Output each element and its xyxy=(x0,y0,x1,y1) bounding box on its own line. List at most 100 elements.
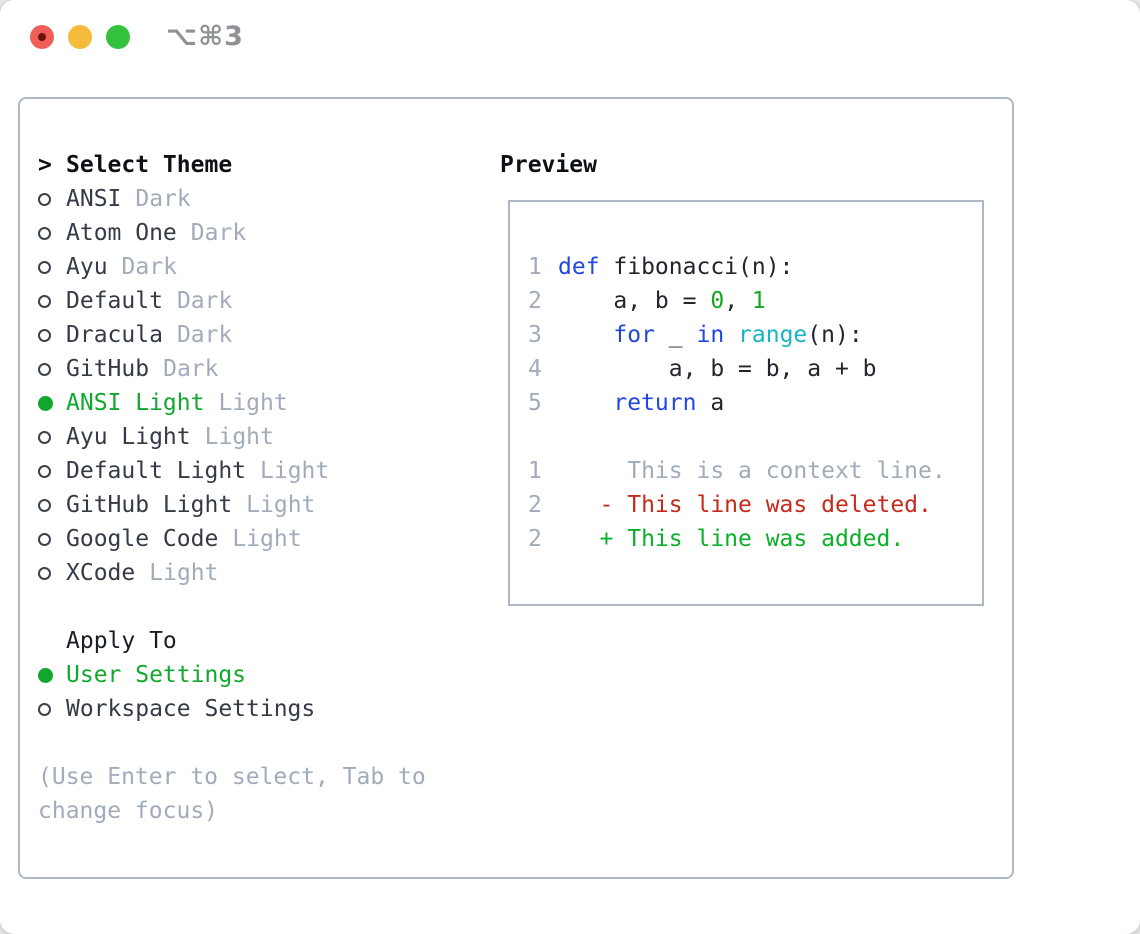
theme-variant-tag: Dark xyxy=(163,356,219,382)
page-title: Select Theme xyxy=(66,152,233,178)
theme-variant-tag: Light xyxy=(218,390,288,416)
theme-variant-tag: Dark xyxy=(121,254,177,280)
theme-name: Ayu Light xyxy=(66,424,191,450)
theme-variant-tag: Light xyxy=(260,458,330,484)
theme-option[interactable]: GitHub Dark xyxy=(38,352,426,386)
theme-name: Ayu xyxy=(66,254,108,280)
diff-line: 1 This is a context line. xyxy=(528,454,972,488)
theme-variant-tag: Dark xyxy=(190,220,247,246)
radio-icon xyxy=(38,260,66,274)
line-number: 4 xyxy=(528,356,542,382)
diff-line: 2 + This line was added. xyxy=(528,522,972,556)
theme-option[interactable]: Atom One Dark xyxy=(38,216,426,250)
line-number: 2 xyxy=(528,288,542,314)
code-line: 4 a, b = b, a + b xyxy=(528,352,972,386)
radio-icon xyxy=(38,498,66,512)
sidebar: > Select Theme ANSI Dark Atom One Dark xyxy=(38,148,426,828)
diff-text: - This line was deleted. xyxy=(599,492,932,518)
theme-name: Google Code xyxy=(66,526,219,552)
theme-option[interactable]: Ayu Light Light xyxy=(38,420,426,454)
theme-option[interactable]: Default Light Light xyxy=(38,454,426,488)
radio-icon xyxy=(38,362,66,376)
theme-option[interactable]: XCode Light xyxy=(38,556,426,590)
theme-list: ANSI Dark Atom One Dark Ayu Dark xyxy=(38,182,426,590)
theme-variant-tag: Light xyxy=(204,424,274,450)
code-preview: 1 def fibonacci(n): 2 a, b = 0, 1 3 for … xyxy=(528,250,972,420)
code-text: a, b = b, a + b xyxy=(558,356,877,382)
theme-selector-panel: > Select Theme ANSI Dark Atom One Dark xyxy=(18,97,1014,879)
code-text: def fibonacci(n): xyxy=(558,254,794,280)
apply-target-list: User Settings Workspace Settings xyxy=(38,658,426,726)
line-number: 2 xyxy=(528,492,542,518)
theme-variant-tag: Light xyxy=(232,526,302,552)
preview-pane: 1 def fibonacci(n): 2 a, b = 0, 1 3 for … xyxy=(508,200,984,606)
spacer xyxy=(38,590,426,624)
code-text: for _ in range(n): xyxy=(613,322,863,348)
target-name: Workspace Settings xyxy=(66,696,316,722)
code-line: 1 def fibonacci(n): xyxy=(528,250,972,284)
apply-target-option[interactable]: User Settings xyxy=(38,658,426,692)
theme-option[interactable]: Google Code Light xyxy=(38,522,426,556)
radio-icon xyxy=(38,464,66,478)
titlebar: ⌥⌘3 xyxy=(0,0,1140,74)
radio-icon xyxy=(38,566,66,580)
diff-text: + This line was added. xyxy=(599,526,905,552)
apply-to-header: Apply To xyxy=(38,624,426,658)
theme-option[interactable]: ANSI Light Light xyxy=(38,386,426,420)
theme-name: Default Light xyxy=(66,458,247,484)
radio-icon xyxy=(38,226,66,240)
radio-icon xyxy=(38,328,66,342)
theme-option[interactable]: GitHub Light Light xyxy=(38,488,426,522)
minimize-button[interactable] xyxy=(68,25,92,49)
diff-preview: 1 This is a context line. 2 - This line … xyxy=(528,454,972,556)
code-line: 3 for _ in range(n): xyxy=(528,318,972,352)
line-number: 1 xyxy=(528,254,542,280)
theme-variant-tag: Dark xyxy=(176,288,233,314)
theme-name: GitHub xyxy=(66,356,150,382)
target-name: User Settings xyxy=(66,662,247,688)
theme-variant-tag: Dark xyxy=(176,322,233,348)
theme-name: GitHub Light xyxy=(66,492,233,518)
theme-name: ANSI Light xyxy=(66,390,205,416)
window-shortcut-label: ⌥⌘3 xyxy=(166,21,244,52)
theme-name: Dracula xyxy=(66,322,163,348)
spacer xyxy=(528,420,972,454)
line-number: 3 xyxy=(528,322,542,348)
keyboard-hint-line1: (Use Enter to select, Tab to xyxy=(38,764,426,790)
select-theme-header: > Select Theme xyxy=(38,148,426,182)
radio-icon xyxy=(38,294,66,308)
radio-icon xyxy=(38,430,66,444)
theme-option[interactable]: Ayu Dark xyxy=(38,250,426,284)
preview-title: Preview xyxy=(500,152,597,178)
spacer xyxy=(38,726,426,760)
apply-to-title: Apply To xyxy=(66,628,177,654)
theme-variant-tag: Light xyxy=(149,560,219,586)
line-number: 5 xyxy=(528,390,542,416)
theme-variant-tag: Light xyxy=(246,492,316,518)
radio-icon xyxy=(38,702,66,716)
apply-target-option[interactable]: Workspace Settings xyxy=(38,692,426,726)
code-text: a, b = 0, 1 xyxy=(558,288,766,314)
zoom-button[interactable] xyxy=(106,25,130,49)
theme-name: Atom One xyxy=(66,220,177,246)
radio-icon xyxy=(38,395,66,411)
line-number: 2 xyxy=(528,526,542,552)
theme-name: ANSI xyxy=(66,186,122,212)
radio-icon xyxy=(38,532,66,546)
radio-icon xyxy=(38,192,66,206)
diff-line: 2 - This line was deleted. xyxy=(528,488,972,522)
theme-option[interactable]: Dracula Dark xyxy=(38,318,426,352)
theme-name: XCode xyxy=(66,560,136,586)
close-button[interactable] xyxy=(30,25,54,49)
theme-option[interactable]: Default Dark xyxy=(38,284,426,318)
line-number: 1 xyxy=(528,458,542,484)
theme-option[interactable]: ANSI Dark xyxy=(38,182,426,216)
code-text: return a xyxy=(613,390,725,416)
code-line: 5 return a xyxy=(528,386,972,420)
prompt-icon: > xyxy=(38,152,52,178)
theme-variant-tag: Dark xyxy=(135,186,191,212)
diff-text: This is a context line. xyxy=(558,458,946,484)
theme-name: Default xyxy=(66,288,163,314)
radio-icon xyxy=(38,667,66,683)
